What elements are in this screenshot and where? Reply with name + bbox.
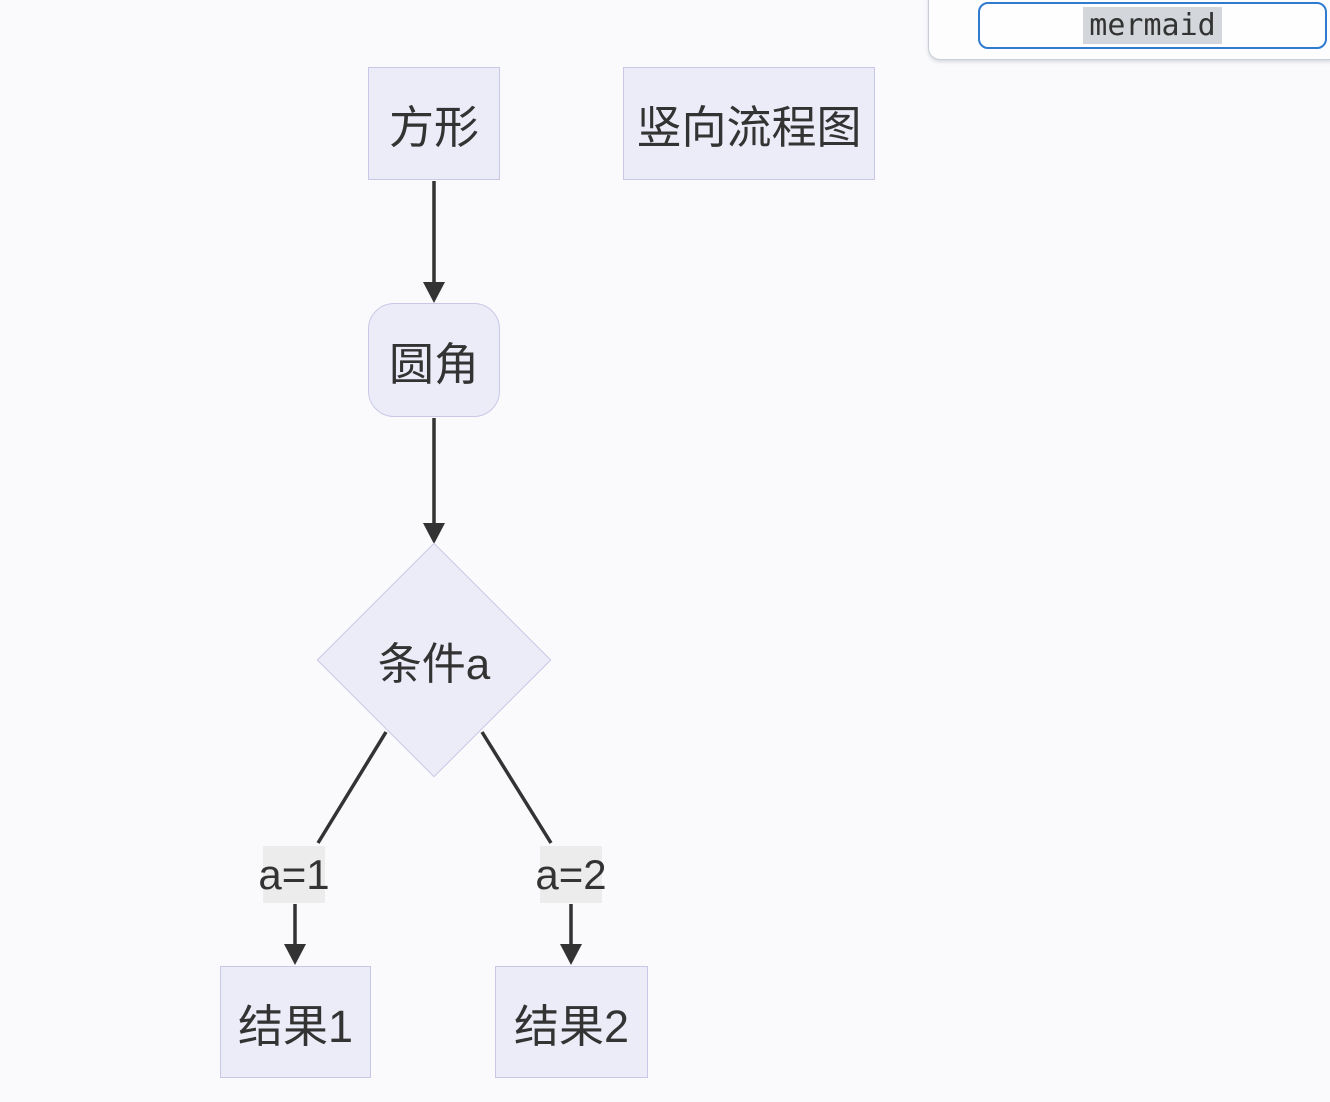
node-square: 方形 — [368, 67, 500, 180]
node-rounded-label: 圆角 — [388, 338, 479, 390]
edge-label-a1-text: a=1 — [258, 850, 330, 898]
arrowhead-result2 — [560, 944, 582, 965]
edge-label-a2: a=2 — [535, 846, 607, 903]
node-flow-title-label: 竖向流程图 — [636, 102, 862, 153]
mermaid-input[interactable]: mermaid — [978, 2, 1327, 49]
mermaid-selected-text[interactable]: mermaid — [1083, 7, 1222, 44]
node-square-label: 方形 — [388, 102, 479, 153]
node-result1-label: 结果1 — [237, 1000, 354, 1052]
node-result2-label: 结果2 — [513, 1000, 630, 1052]
node-condition-label: 条件a — [324, 632, 544, 689]
arrowhead-rounded — [423, 282, 445, 303]
node-rounded: 圆角 — [368, 303, 500, 417]
edge-label-a1: a=1 — [258, 846, 330, 903]
node-flow-title: 竖向流程图 — [623, 67, 875, 180]
edge-condition-to-a2 — [480, 731, 553, 844]
arrowhead-result1 — [284, 944, 306, 965]
edge-label-a2-text: a=2 — [535, 850, 607, 898]
node-result1: 结果1 — [220, 966, 371, 1078]
edge-condition-to-a1 — [316, 731, 388, 844]
node-result2: 结果2 — [495, 966, 648, 1078]
arrowhead-condition — [423, 523, 445, 544]
node-condition-text: 条件a — [377, 640, 491, 689]
